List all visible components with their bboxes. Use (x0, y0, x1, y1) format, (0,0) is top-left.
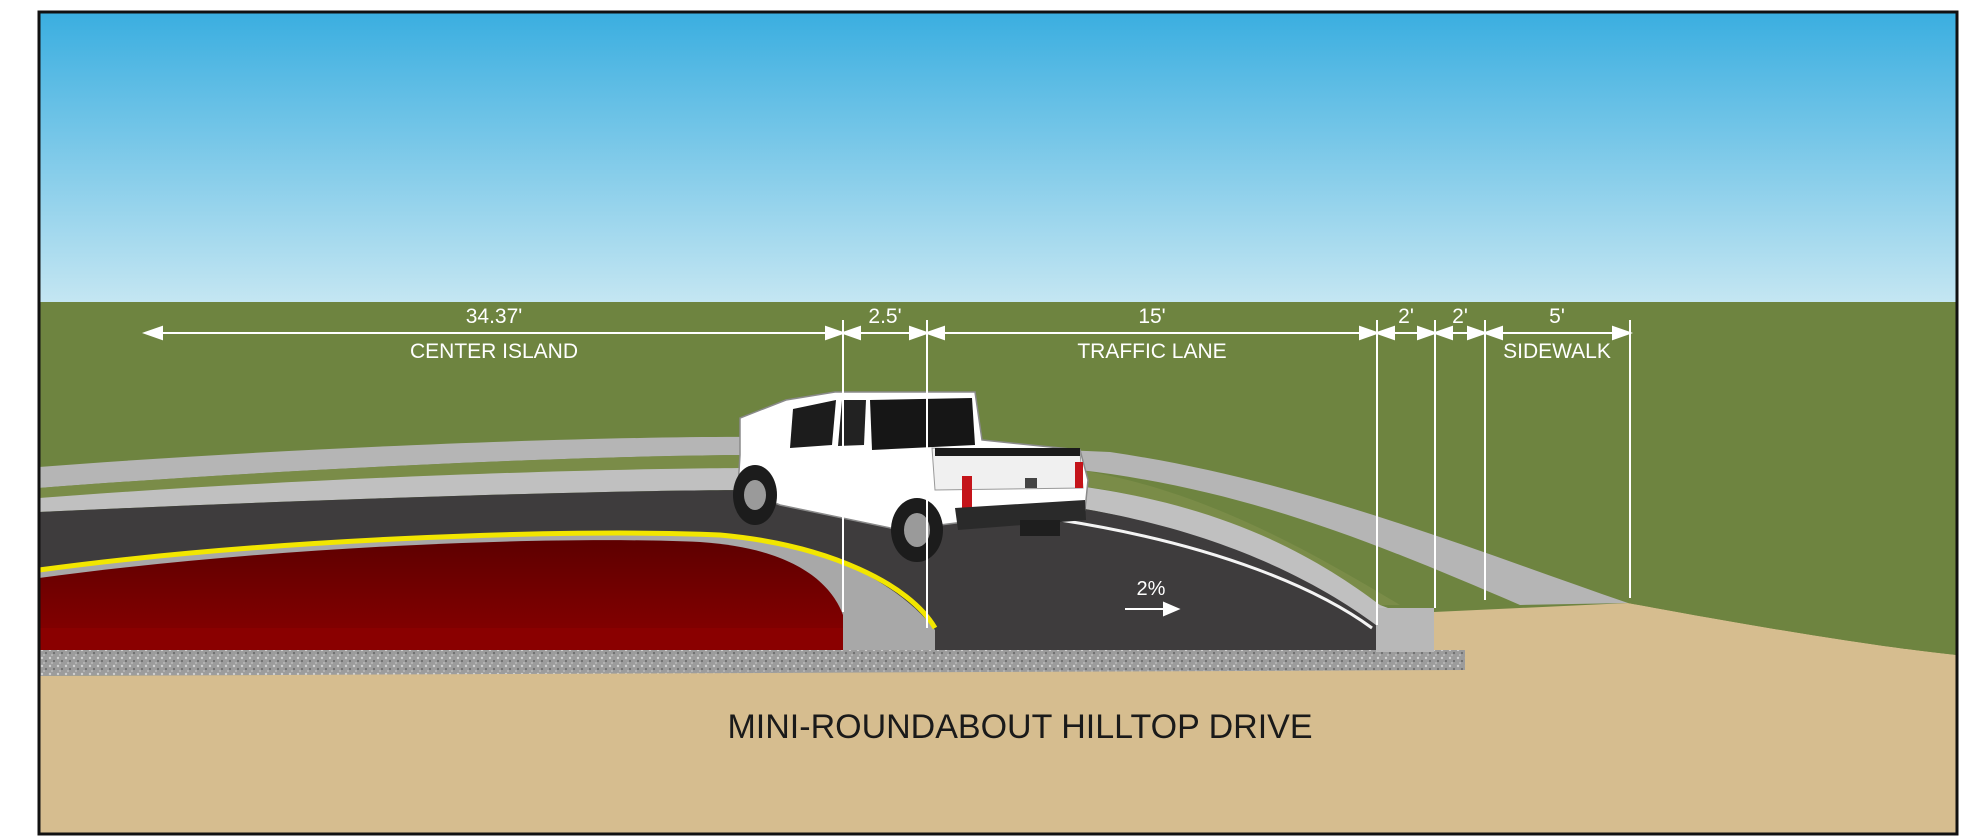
slope-arrow (1125, 601, 1181, 617)
edge-line (1059, 518, 1373, 630)
dim-label-sidewalk: SIDEWALK (1503, 340, 1611, 363)
extension-lines (842, 320, 1631, 628)
far-curb (39, 436, 1628, 605)
diagram-title: MINI-ROUNDABOUT HILLTOP DRIVE (727, 708, 1312, 746)
dim-label-center-island: CENTER ISLAND (410, 340, 578, 363)
dim-value-curb: 2' (1398, 305, 1414, 328)
center-island-base (39, 628, 843, 654)
gravel-base (39, 650, 1465, 676)
dim-value-traffic-lane: 15' (1138, 305, 1165, 328)
yellow-line (38, 530, 938, 630)
center-island (39, 540, 843, 652)
pickup-truck (733, 391, 1089, 562)
dimension-lines (141, 325, 1634, 341)
curb-right (1376, 608, 1434, 652)
hillside (1628, 588, 1957, 655)
dim-value-apron: 2.5' (868, 305, 901, 328)
dim-label-traffic-lane: TRAFFIC LANE (1077, 340, 1226, 363)
dim-value-sidewalk: 5' (1549, 305, 1565, 328)
dim-value-center-island: 34.37' (466, 305, 523, 328)
slope-label: 2% (1137, 578, 1166, 600)
dim-value-buffer: 2' (1452, 305, 1468, 328)
frame-border (37, 10, 1959, 836)
soil (39, 603, 1957, 834)
sky (39, 12, 1957, 302)
